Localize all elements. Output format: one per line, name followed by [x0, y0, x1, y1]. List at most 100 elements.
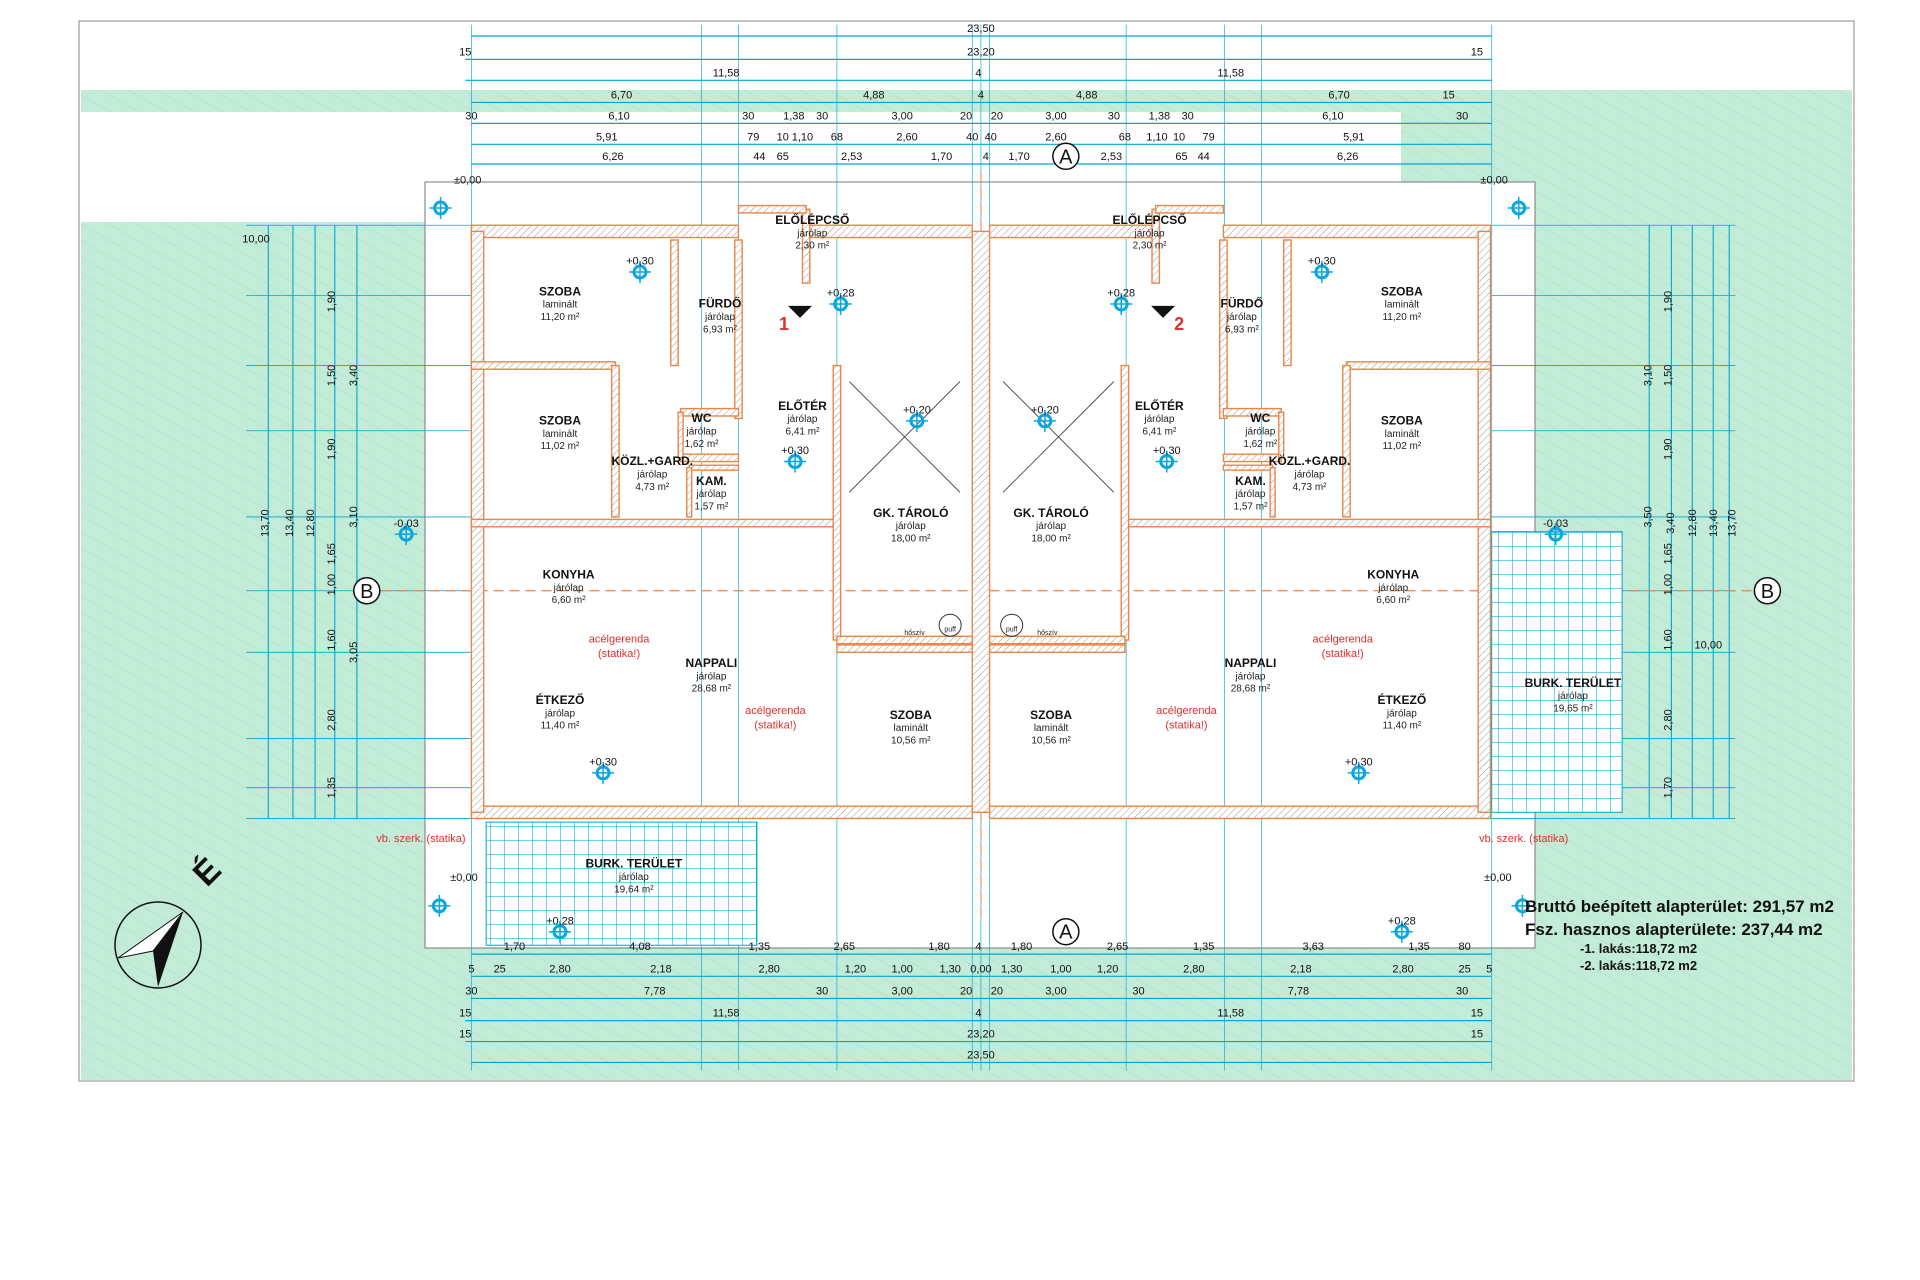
dimension-label: 2,18	[650, 963, 671, 975]
dimension-label: 4	[975, 67, 981, 79]
room-finish: járólap	[1143, 414, 1174, 425]
room-name: KÖZL.+GARD.	[1269, 453, 1351, 468]
room-name: BURK. TERÜLET	[1525, 675, 1622, 690]
room-finish: járólap	[1234, 489, 1265, 500]
steel-beam-note: (statika!)	[1165, 720, 1207, 732]
dimension-label: 2,60	[1045, 131, 1066, 143]
dimension-label: 15	[1471, 1029, 1483, 1041]
room-area: 11,20 m²	[1382, 312, 1421, 323]
dimension-label: 10,00	[1695, 640, 1723, 652]
room-area: 18,00 m²	[1031, 534, 1071, 545]
dimension-label: 44	[1198, 151, 1210, 163]
level-label: +0,20	[1031, 405, 1059, 417]
dimension-label: 25	[494, 963, 506, 975]
dimension-label: 6,26	[602, 151, 623, 163]
dimension-label: 4	[975, 1008, 981, 1020]
room-area: 19,65 m²	[1553, 703, 1593, 714]
room-name: ELŐLÉPCSŐ	[775, 212, 849, 227]
entrance-arrow-icon	[788, 305, 812, 318]
dimension-label: 3,00	[1045, 110, 1066, 122]
room-area: 18,00 m²	[891, 534, 931, 545]
dimension-label: 1,80	[928, 941, 949, 953]
dimension-label: 15	[459, 1029, 471, 1041]
level-label: +0,20	[903, 405, 931, 417]
room-area: 11,40 m²	[1382, 721, 1421, 732]
dimension-label: 15	[459, 1008, 471, 1020]
room-name: WC	[1250, 411, 1270, 425]
dimension-label: 2,80	[549, 963, 570, 975]
site-ground	[78, 20, 1855, 1082]
room-finish: járólap	[1294, 470, 1325, 481]
level-label: +0,28	[827, 288, 855, 300]
room-name: NAPPALI	[1225, 656, 1277, 670]
level-label: -0,03	[394, 518, 419, 530]
room-area: 11,02 m²	[541, 441, 580, 452]
dimension-label: 1,00	[326, 574, 338, 595]
dimension-label: 79	[1202, 131, 1214, 143]
section-marker: B	[1753, 577, 1782, 605]
dimension-label: 4	[975, 941, 981, 953]
dimension-label: 11,58	[713, 1008, 740, 1020]
dimension-label: 1,35	[326, 777, 338, 798]
stair-number: 1	[779, 314, 789, 334]
dimension-label: 2,80	[1662, 709, 1674, 730]
dimension-label: 5,91	[1343, 131, 1364, 143]
chimney-label: hőszív	[904, 630, 925, 637]
steel-beam-note: (statika!)	[1322, 648, 1364, 660]
dimension-label: 30	[1182, 110, 1194, 122]
dimension-label: 30	[1132, 985, 1144, 997]
room-area: 10,56 m²	[891, 735, 931, 746]
dimension-label: 23,50	[967, 1049, 995, 1061]
section-marker: B	[353, 577, 381, 605]
level-label: +0,28	[1107, 288, 1135, 300]
room-name: SZOBA	[1030, 708, 1072, 722]
area-summary: Bruttó beépített alapterület: 291,57 m2F…	[1525, 897, 1834, 973]
room-name: FÜRDŐ	[1221, 296, 1264, 311]
dimension-label: 13,40	[1708, 509, 1720, 537]
level-marker-icon	[1511, 894, 1534, 917]
rc-structure-note: vb. szerk. (statika)	[1479, 833, 1568, 845]
dimension-label: 12,80	[1687, 509, 1699, 537]
room-finish: járólap	[1377, 583, 1408, 594]
room-area: 1,62 m²	[685, 439, 720, 450]
room-area: 6,60 m²	[552, 595, 587, 606]
dimension-label: 4	[978, 89, 984, 101]
dimension-label: 15	[1471, 46, 1483, 58]
dimension-label: 3,00	[1045, 985, 1066, 997]
north-arrow-icon	[114, 901, 202, 989]
section-letter: B	[1761, 581, 1774, 603]
dimension-label: 1,00	[1050, 963, 1071, 975]
level-marker-icon	[428, 894, 451, 917]
room-name: SZOBA	[1381, 414, 1423, 428]
room-area: 1,57 m²	[694, 502, 729, 513]
room-finish: járólap	[553, 583, 584, 594]
room-finish: járólap	[1244, 426, 1275, 437]
dimension-label: 1,30	[1001, 963, 1022, 975]
buffer-tank-icon	[1000, 613, 1024, 637]
dimension-label: 25	[1458, 963, 1470, 975]
dimension-label: 1,00	[891, 963, 912, 975]
dimension-label: 40	[966, 131, 978, 143]
area-summary-line: -1. lakás:118,72 m2	[1580, 941, 1697, 956]
dimension-label: 15	[459, 46, 471, 58]
dimension-label: 1,10	[792, 131, 813, 143]
dimension-label: 40	[985, 131, 997, 143]
dimension-label: 20	[960, 110, 972, 122]
room-finish: járólap	[1557, 691, 1588, 702]
level-label: ±0,00	[454, 174, 481, 186]
dimension-label: 5	[1486, 963, 1492, 975]
dimension-label: 68	[831, 131, 843, 143]
level-marker-icon	[1544, 523, 1567, 546]
dimension-label: 1,80	[1011, 941, 1032, 953]
room-name: ELŐLÉPCSŐ	[1113, 212, 1187, 227]
room-finish: laminált	[1385, 300, 1420, 311]
stair-number: 2	[1174, 314, 1184, 334]
dimension-label: 1,35	[1193, 941, 1214, 953]
